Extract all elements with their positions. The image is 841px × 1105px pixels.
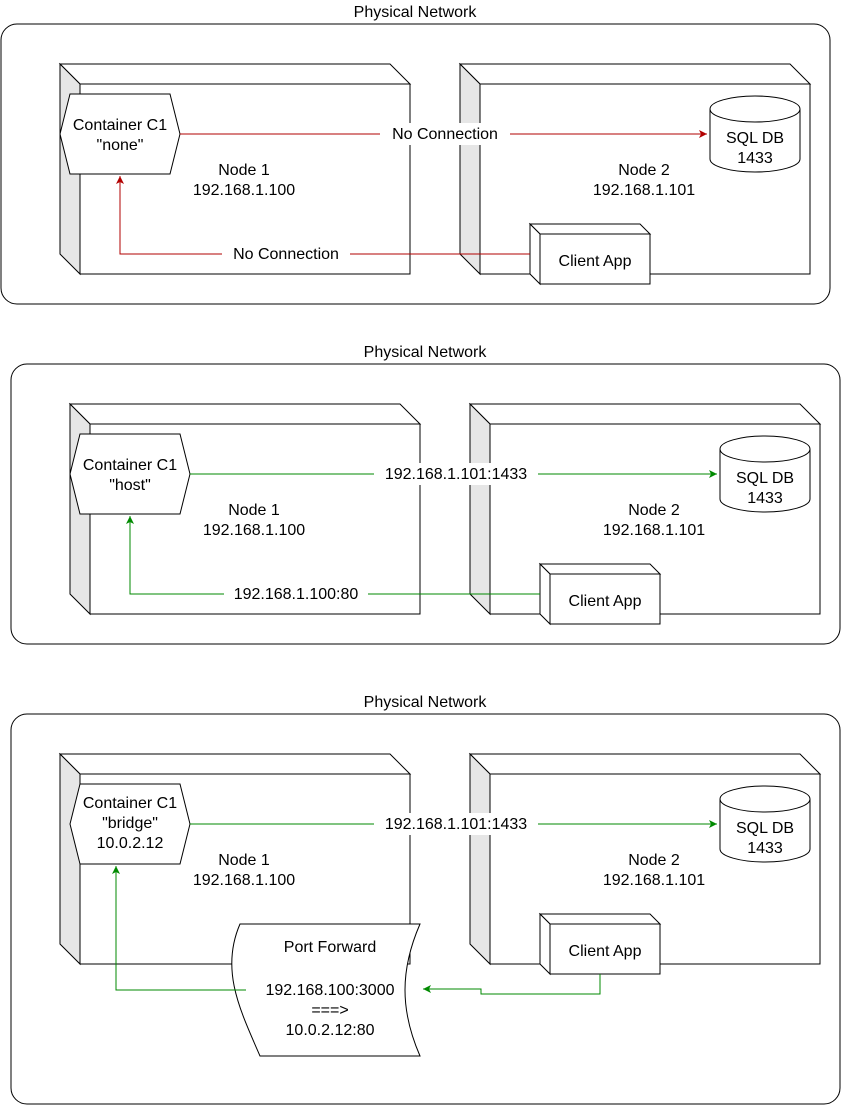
node-1-name: Node 1	[218, 852, 270, 869]
link-client-to-port-forward	[423, 974, 601, 995]
link-from-client-label: No Connection	[233, 246, 339, 263]
client-app: Client App	[538, 562, 662, 626]
node-2-ip: 192.168.1.101	[603, 522, 705, 539]
node-2-name: Node 2	[618, 162, 670, 179]
link-container-to-db: 192.168.1.101:1433	[190, 813, 717, 835]
port-forward-source: 192.168.100:3000	[265, 982, 394, 999]
node-1-ip: 192.168.1.100	[193, 872, 295, 889]
client-label: Client App	[569, 943, 642, 960]
network-label: Physical Network	[364, 694, 488, 711]
node-2-name: Node 2	[628, 852, 680, 869]
container-mode: "bridge"	[102, 815, 158, 832]
sql-db: SQL DB 1433	[709, 95, 801, 173]
container-c1: Container C1 "host"	[69, 433, 191, 515]
sql-db: SQL DB 1433	[719, 785, 811, 863]
port-forward-title: Port Forward	[284, 939, 376, 956]
container-c1: Container C1 "bridge" 10.0.2.12	[69, 783, 191, 865]
db-name: SQL DB	[736, 820, 794, 837]
link-port-forward-to-container	[112, 866, 246, 991]
panel-bridge: Physical Network Node 1 192.168.1.100 No…	[10, 694, 841, 1105]
node-1-name: Node 1	[228, 502, 280, 519]
db-port: 1433	[747, 490, 783, 507]
db-port: 1433	[737, 150, 773, 167]
port-forward-arrow: ===>	[311, 1002, 348, 1019]
node-2-name: Node 2	[628, 502, 680, 519]
container-name: Container C1	[83, 457, 177, 474]
panel-none: Physical Network Node 1 192.168.1.100 No…	[0, 4, 831, 305]
db-name: SQL DB	[736, 470, 794, 487]
client-label: Client App	[559, 253, 632, 270]
link-to-db-label: 192.168.1.101:1433	[385, 816, 527, 833]
link-from-client-label: 192.168.1.100:80	[234, 586, 359, 603]
port-forward-target: 10.0.2.12:80	[286, 1022, 375, 1039]
link-client-to-container: No Connection	[116, 176, 530, 265]
container-mode: "none"	[97, 137, 144, 154]
container-ip: 10.0.2.12	[97, 835, 164, 852]
container-name: Container C1	[73, 117, 167, 134]
container-mode: "host"	[109, 477, 151, 494]
container-c1: Container C1 "none"	[59, 93, 181, 175]
node-2-ip: 192.168.1.101	[603, 872, 705, 889]
client-label: Client App	[569, 593, 642, 610]
link-to-db-label: 192.168.1.101:1433	[385, 466, 527, 483]
node-1-name: Node 1	[218, 162, 270, 179]
link-container-to-db: No Connection	[180, 123, 707, 145]
client-app: Client App	[528, 222, 652, 286]
network-label: Physical Network	[354, 4, 478, 21]
client-app: Client App	[538, 912, 662, 976]
link-container-to-db: 192.168.1.101:1433	[190, 463, 717, 485]
link-to-db-label: No Connection	[392, 126, 498, 143]
port-forward: Port Forward 192.168.100:3000 ===> 10.0.…	[231, 923, 421, 1057]
db-name: SQL DB	[726, 130, 784, 147]
container-name: Container C1	[83, 795, 177, 812]
node-1-ip: 192.168.1.100	[203, 522, 305, 539]
db-port: 1433	[747, 840, 783, 857]
network-label: Physical Network	[364, 344, 488, 361]
node-2-ip: 192.168.1.101	[593, 182, 695, 199]
node-1-ip: 192.168.1.100	[193, 182, 295, 199]
link-client-to-container: 192.168.1.100:80	[126, 516, 540, 605]
sql-db: SQL DB 1433	[719, 435, 811, 513]
panel-host: Physical Network Node 1 192.168.1.100 No…	[10, 344, 841, 645]
